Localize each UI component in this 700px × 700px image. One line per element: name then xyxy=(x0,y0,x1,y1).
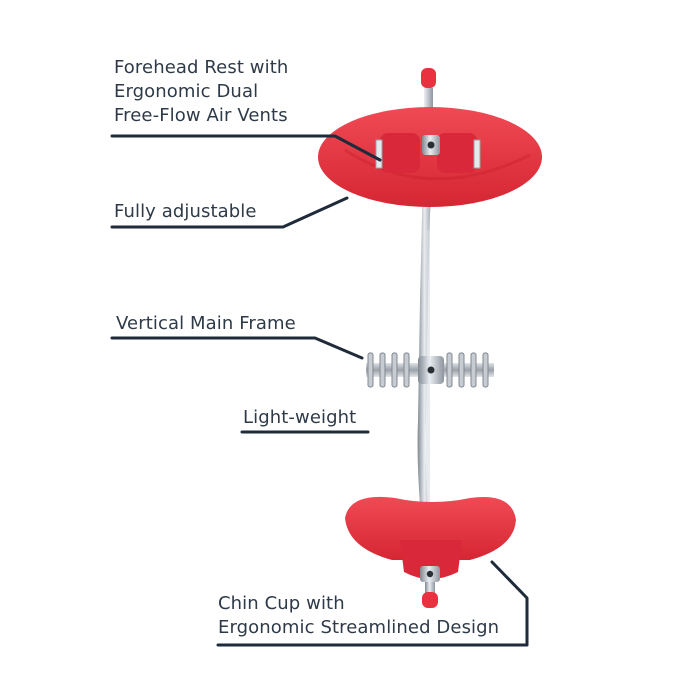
label-forehead-rest: Forehead Rest with Ergonomic Dual Free-F… xyxy=(114,56,288,128)
label-forehead-rest-line3: Free-Flow Air Vents xyxy=(114,105,288,126)
label-forehead-rest-line2: Ergonomic Dual xyxy=(114,81,259,102)
leader-line-vertical-frame xyxy=(110,336,364,360)
leader-line-chin-cup xyxy=(216,560,529,647)
label-chin-cup: Chin Cup with Ergonomic Streamlined Desi… xyxy=(218,592,499,640)
leader-line-fully-adjustable xyxy=(110,196,349,229)
label-chin-cup-line2: Ergonomic Streamlined Design xyxy=(218,617,500,638)
top-tip-image xyxy=(421,68,436,88)
label-vertical-frame: Vertical Main Frame xyxy=(116,313,296,334)
chin-cup-image xyxy=(345,496,516,608)
forehead-rest-image xyxy=(318,107,542,207)
spring-adjuster-image xyxy=(366,352,494,388)
label-forehead-rest-line1: Forehead Rest with xyxy=(114,57,289,78)
leader-line-forehead-rest xyxy=(110,134,382,162)
label-fully-adjustable: Fully adjustable xyxy=(114,201,257,222)
label-light-weight: Light-weight xyxy=(243,407,357,428)
label-chin-cup-line1: Chin Cup with xyxy=(218,593,345,614)
